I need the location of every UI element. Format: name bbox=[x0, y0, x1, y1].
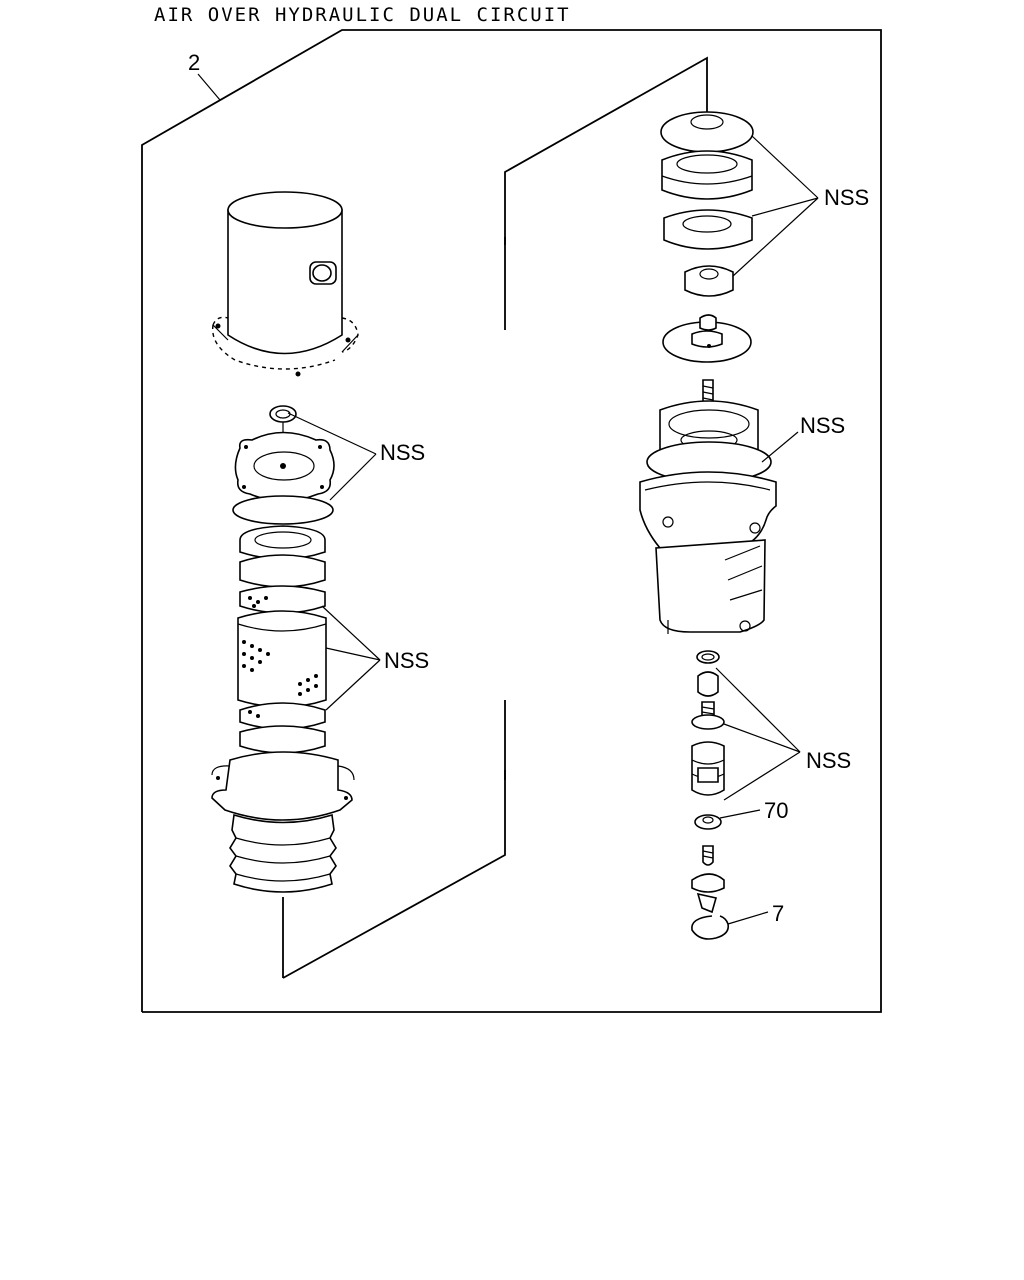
svg-text:NSS: NSS bbox=[384, 648, 429, 673]
perforated-cylinder-holes bbox=[242, 640, 318, 696]
perforated-ring-upper bbox=[248, 596, 268, 608]
valve-parts bbox=[691, 650, 730, 940]
callout-part-70: 70 bbox=[719, 798, 788, 823]
svg-text:2: 2 bbox=[188, 50, 200, 75]
main-body-housing bbox=[639, 400, 777, 634]
callout-part-7: 7 bbox=[727, 901, 784, 926]
svg-text:7: 7 bbox=[772, 901, 784, 926]
o-ring-upper bbox=[232, 495, 334, 525]
callout-nss-upper-left: NSS bbox=[287, 412, 425, 501]
diagram-title: AIR OVER HYDRAULIC DUAL CIRCUIT bbox=[154, 4, 571, 26]
piston-disc bbox=[662, 314, 752, 363]
assembly-boundary bbox=[141, 29, 882, 1013]
callout-nss-body-right: NSS bbox=[761, 413, 845, 463]
piston-stack bbox=[237, 525, 327, 754]
lower-housing bbox=[211, 751, 355, 893]
svg-text:NSS: NSS bbox=[824, 185, 869, 210]
svg-text:70: 70 bbox=[764, 798, 788, 823]
callout-nss-lower-right: NSS bbox=[715, 667, 851, 801]
svg-text:NSS: NSS bbox=[800, 413, 845, 438]
top-seal-stack bbox=[660, 111, 754, 297]
svg-text:NSS: NSS bbox=[380, 440, 425, 465]
callout-assembly-2: 2 bbox=[188, 50, 221, 101]
callout-nss-top-right: NSS bbox=[732, 135, 869, 277]
callout-nss-middle-left: NSS bbox=[321, 605, 429, 711]
svg-text:NSS: NSS bbox=[806, 748, 851, 773]
housing-cover bbox=[211, 191, 359, 377]
diaphragm-plate bbox=[234, 431, 335, 502]
